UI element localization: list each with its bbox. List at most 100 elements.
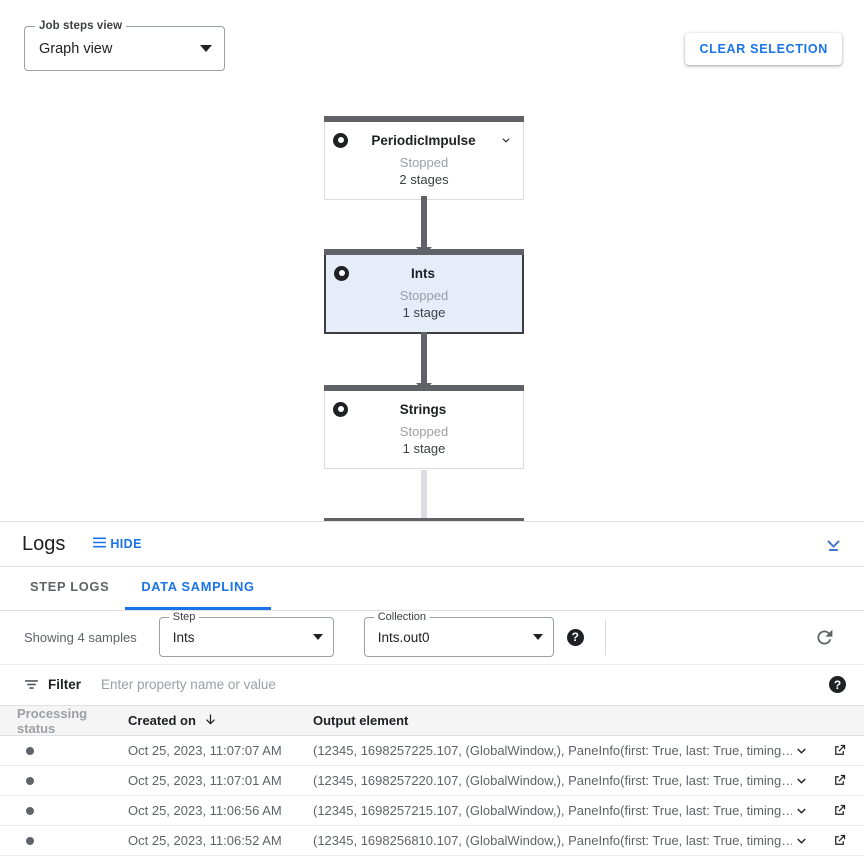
graph-node-ints[interactable]: Ints Stopped 1 stage	[324, 249, 524, 334]
created-on-cell: Oct 25, 2023, 11:07:01 AM	[128, 773, 282, 789]
job-steps-view-label: Job steps view	[35, 20, 127, 33]
node-header: PeriodicImpulse	[325, 126, 523, 154]
node-status-bar	[324, 518, 524, 522]
status-dot-icon	[26, 777, 34, 786]
chevron-down-icon	[200, 45, 212, 52]
stopped-icon	[333, 401, 348, 417]
graph-edge-1	[416, 196, 432, 255]
status-dot-icon	[26, 747, 34, 756]
hide-logs-label: HIDE	[110, 537, 142, 552]
hide-logs-button[interactable]: HIDE	[91, 534, 141, 554]
status-dot-icon	[26, 807, 34, 816]
filter-help-icon[interactable]: ?	[829, 676, 846, 694]
output-element-cell: (12345, 1698256810.107, (GlobalWindow,),…	[313, 833, 792, 849]
column-header-created-on[interactable]: Created on	[128, 712, 313, 730]
sort-desc-arrow-icon	[203, 712, 218, 730]
table-row[interactable]: Oct 25, 2023, 11:07:07 AM (12345, 169825…	[0, 736, 864, 767]
output-element-cell: (12345, 1698257225.107, (GlobalWindow,),…	[313, 743, 792, 759]
refresh-icon[interactable]	[812, 625, 836, 649]
collection-select-value: Ints.out0	[377, 629, 430, 645]
created-on-cell: Oct 25, 2023, 11:06:56 AM	[128, 803, 282, 819]
chevron-down-icon	[532, 634, 543, 641]
logs-tabs: STEP LOGS DATA SAMPLING	[0, 567, 864, 611]
node-title: Ints	[410, 265, 435, 281]
step-select[interactable]: Step Ints	[158, 611, 334, 658]
collection-help-icon[interactable]: ?	[566, 628, 584, 646]
row-actions	[792, 802, 864, 820]
clear-selection-button[interactable]: CLEAR SELECTION	[685, 33, 842, 65]
node-status-text: Stopped	[399, 424, 449, 439]
node-title: PeriodicImpulse	[371, 132, 476, 148]
open-in-new-icon[interactable]	[830, 802, 848, 820]
filter-label: Filter	[48, 677, 82, 693]
row-actions	[792, 772, 864, 790]
step-select-label: Step	[168, 611, 200, 624]
created-on-cell: Oct 25, 2023, 11:07:07 AM	[128, 743, 282, 759]
processing-status-cell	[0, 773, 128, 788]
logs-panel-header: Logs HIDE	[0, 522, 864, 568]
collapse-panel-icon[interactable]	[822, 533, 844, 555]
graph-node-clipped[interactable]	[324, 518, 524, 522]
row-actions	[792, 742, 864, 760]
stopped-icon	[334, 265, 349, 281]
controls-divider	[604, 619, 606, 656]
expand-row-chevron-down-icon[interactable]	[792, 832, 810, 850]
filter-input[interactable]	[101, 677, 819, 693]
column-header-output-element[interactable]: Output element	[313, 713, 409, 729]
column-header-processing-status[interactable]: Processing status	[17, 705, 88, 736]
node-status-bar	[324, 249, 524, 255]
step-select-value: Ints	[172, 629, 195, 645]
tab-data-sampling[interactable]: DATA SAMPLING	[125, 567, 271, 610]
graph-node-strings[interactable]: Strings Stopped 1 stage	[324, 385, 524, 469]
expand-row-chevron-down-icon[interactable]	[792, 802, 810, 820]
status-dot-icon	[26, 837, 34, 846]
node-status-text: Stopped	[399, 155, 449, 170]
stopped-icon	[333, 132, 348, 148]
open-in-new-icon[interactable]	[830, 832, 848, 850]
graph-node-periodicimpulse[interactable]: PeriodicImpulse Stopped 2 stages	[324, 116, 524, 200]
processing-status-cell	[0, 803, 128, 818]
column-header-created-on-label: Created on	[128, 713, 196, 729]
list-icon	[91, 534, 108, 554]
node-header: Strings	[325, 395, 523, 423]
filter-icon	[22, 676, 40, 694]
node-stages-text: 1 stage	[402, 441, 446, 456]
processing-status-cell	[0, 743, 128, 758]
tab-step-logs[interactable]: STEP LOGS	[14, 567, 125, 609]
filter-bar: Filter ?	[0, 664, 864, 707]
chevron-down-icon[interactable]	[499, 133, 513, 147]
output-element-cell: (12345, 1698257220.107, (GlobalWindow,),…	[313, 773, 792, 789]
node-stages-text: 1 stage	[402, 305, 446, 320]
logs-title: Logs	[22, 532, 66, 555]
table-header-row: Processing status Created on Output elem…	[0, 705, 864, 737]
open-in-new-icon[interactable]	[830, 772, 848, 790]
expand-row-chevron-down-icon[interactable]	[792, 772, 810, 790]
node-status-bar	[324, 116, 524, 122]
table-row[interactable]: Oct 25, 2023, 11:06:52 AM (12345, 169825…	[0, 826, 864, 856]
job-steps-view-select[interactable]: Job steps view Graph view	[24, 20, 225, 71]
data-sampling-controls: Showing 4 samples Step Ints Collection I…	[0, 610, 864, 665]
collection-select-label: Collection	[373, 611, 431, 624]
open-in-new-icon[interactable]	[830, 742, 848, 760]
graph-edge-2	[416, 332, 432, 391]
node-title: Strings	[399, 401, 447, 417]
job-graph-canvas[interactable]: Job steps view Graph view CLEAR SELECTIO…	[0, 0, 864, 523]
row-actions	[792, 832, 864, 850]
output-element-cell: (12345, 1698257215.107, (GlobalWindow,),…	[313, 803, 792, 819]
samples-table: Processing status Created on Output elem…	[0, 706, 864, 856]
processing-status-cell	[0, 833, 128, 848]
table-row[interactable]: Oct 25, 2023, 11:07:01 AM (12345, 169825…	[0, 766, 864, 797]
collection-select[interactable]: Collection Ints.out0	[363, 611, 554, 658]
graph-edge-3	[416, 470, 432, 522]
showing-samples-text: Showing 4 samples	[24, 629, 137, 645]
table-row[interactable]: Oct 25, 2023, 11:06:56 AM (12345, 169825…	[0, 796, 864, 827]
node-status-text: Stopped	[399, 288, 449, 303]
expand-row-chevron-down-icon[interactable]	[792, 742, 810, 760]
job-steps-view-value: Graph view	[39, 40, 113, 57]
job-steps-view-field[interactable]: Job steps view Graph view	[24, 20, 225, 71]
node-status-bar	[324, 385, 524, 391]
node-header: Ints	[326, 259, 522, 287]
chevron-down-icon	[312, 634, 323, 641]
node-stages-text: 2 stages	[399, 172, 449, 187]
